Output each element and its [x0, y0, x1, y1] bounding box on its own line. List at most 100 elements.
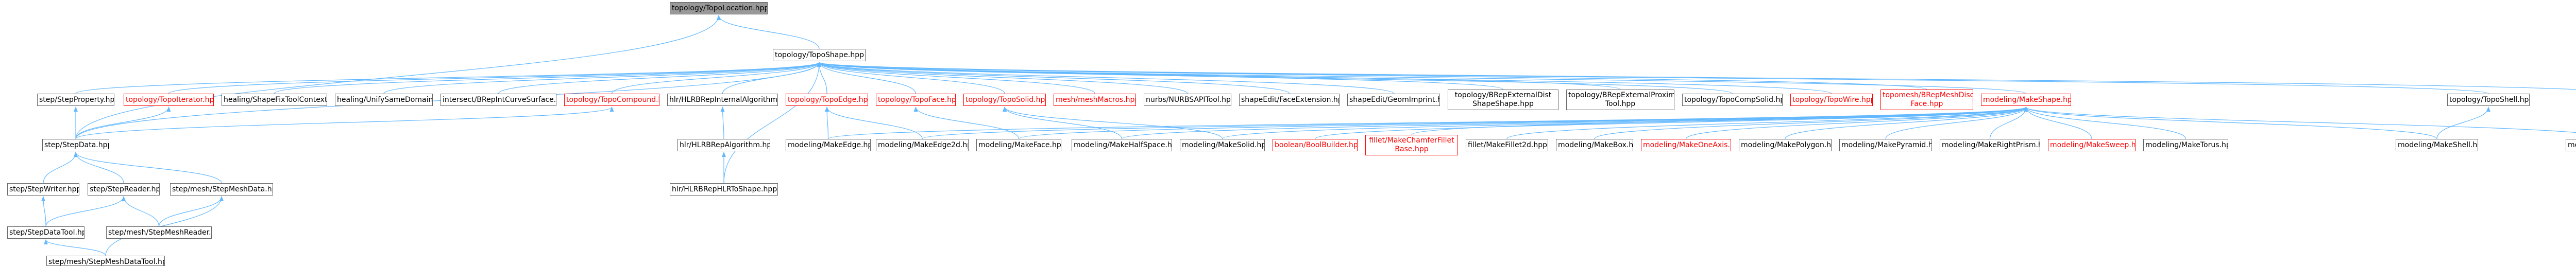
edge-tf-mf [913, 107, 1020, 139]
node-shapeedit-faceextension-hpp[interactable]: shapeEdit/FaceExtension.hpp [1239, 94, 1340, 106]
node-hlr-hlrbrepinternalalgorithm-hpp[interactable]: hlr/HLRBRepInternalAlgorithm.hpp [667, 94, 778, 106]
node-hlr-hlrbrephlrtoshape-hpp[interactable]: hlr/HLRBRepHLRToShape.hpp [670, 183, 778, 196]
node-step-mesh-stepmeshreader-hpp[interactable]: step/mesh/StepMeshReader.hpp [106, 226, 212, 239]
edge-hlr-hlra [720, 107, 725, 139]
edge-te-me2 [825, 107, 923, 139]
node-boolean-boolbuilder-hpp[interactable]: boolean/BoolBuilder.hpp [1273, 139, 1358, 151]
edge-sdt-smt [44, 239, 106, 256]
edge-ts-hsf [274, 62, 821, 94]
edge-sd-sw [43, 152, 78, 184]
node-modeling-maketorus-hpp[interactable]: modeling/MakeTorus.hpp [2143, 139, 2228, 151]
edge-sr-smr [122, 196, 160, 227]
edge-tso-mso [1003, 107, 1223, 139]
node-modeling-makebox-hpp[interactable]: modeling/MakeBox.hpp [1556, 139, 1633, 151]
node-healing-shapefixtoolcontext-hpp[interactable]: healing/ShapeFixToolContext.hpp [222, 94, 327, 106]
edge-tso-mhs [1003, 107, 1123, 139]
node-modeling-makesolid-hpp[interactable]: modeling/MakeSolid.hpp [1180, 139, 1265, 151]
node-modeling-makeshape-hpp[interactable]: modeling/MakeShape.hpp [1981, 94, 2071, 106]
node-intersect-brepintcurvesurface-hpp[interactable]: intersect/BRepIntCurveSurface.hpp [440, 94, 556, 106]
edge-ts-hud [383, 62, 821, 94]
edge-te-me [825, 107, 829, 139]
edge-mms-fmc [1411, 107, 2028, 135]
edge-sw-sdt [41, 196, 46, 227]
node-modeling-makerightprism-hpp[interactable]: modeling/MakeRightPrism.hpp [1940, 139, 2040, 151]
node-modeling-makeshell-hpp[interactable]: modeling/MakeShell.hpp [2396, 139, 2478, 151]
edge-mms-bbb [1314, 107, 2028, 139]
node-modeling-makesweep-hpp[interactable]: modeling/MakeSweep.hpp [2048, 139, 2136, 151]
node-step-stepreader-hpp[interactable]: step/StepReader.hpp [88, 183, 160, 196]
node-step-stepdata-hpp[interactable]: step/StepData.hpp [42, 139, 109, 151]
node-modeling-makeedge2d-hpp[interactable]: modeling/MakeEdge2d.hpp [876, 139, 969, 151]
node-nurbs-nurbsapitool-hpp[interactable]: nurbs/NURBSAPITool.hpp [1144, 94, 1231, 106]
edge-ts-tbm [817, 62, 1927, 90]
edge-ts-sp [75, 62, 821, 94]
edge-ts-mm [817, 62, 1095, 94]
edge-ts-tv [818, 62, 2576, 90]
edge-mms-msh [2024, 107, 2437, 139]
node-topology-topoedge-hpp[interactable]: topology/TopoEdge.hpp [786, 94, 868, 106]
node-modeling-makeedge-hpp[interactable]: modeling/MakeEdge.hpp [786, 139, 871, 151]
edge-mms-mf [1018, 107, 2028, 139]
node-step-stepwriter-hpp[interactable]: step/StepWriter.hpp [7, 183, 79, 196]
edge-ts-sfe [817, 62, 1290, 94]
edge-smd-smr [158, 196, 224, 227]
edge-ts-tso [817, 62, 1005, 94]
edge-tc-sd [75, 107, 614, 139]
node-topology-topolocation-hpp[interactable]: topology/TopoLocation.hpp [670, 2, 768, 14]
node-topomesh-brepmeshdiscret-face-hpp[interactable]: topomesh/BRepMeshDiscretFace.hpp [1880, 90, 1973, 110]
edge-ts-hlrt [723, 62, 821, 184]
edge-sd-smd [74, 152, 222, 184]
node-healing-unifysamedomain-hpp[interactable]: healing/UnifySameDomain.hpp [335, 94, 433, 106]
node-modeling-makehalfspace-hpp[interactable]: modeling/MakeHalfSpace.hpp [1072, 139, 1172, 151]
edge-mms-mpy [1885, 107, 2028, 139]
node-modeling-makepolygon-hpp[interactable]: modeling/MakePolygon.hpp [1739, 139, 1832, 151]
edge-ts-sgi [817, 62, 1394, 94]
node-topology-topocompound-hpp[interactable]: topology/TopoCompound.hpp [564, 94, 659, 106]
edge-mms-fmf [1506, 107, 2028, 139]
edge-mms-mcx [1685, 107, 2028, 139]
edge-ts-tw [817, 62, 1832, 94]
node-step-mesh-stepmeshdatatool-hpp[interactable]: step/mesh/StepMeshDataTool.hpp [46, 256, 165, 266]
node-mesh-meshmacros-hpp[interactable]: mesh/meshMacros.hpp [1054, 94, 1136, 106]
edge-ts-ibr [498, 62, 821, 94]
edge-mms-mpg [1785, 107, 2028, 139]
edge-ts-tc [611, 62, 821, 94]
edge-ti-sd [75, 107, 171, 139]
edge-tl-sd [75, 15, 721, 139]
node-hlr-hlrbrepalgorithm-hpp[interactable]: hlr/HLRBRepAlgorithm.hpp [677, 139, 770, 151]
node-fillet-makefillet2d-hpp[interactable]: fillet/MakeFillet2d.hpp [1466, 139, 1548, 151]
node-topology-topoface-hpp[interactable]: topology/TopoFace.hpp [876, 94, 956, 106]
node-topology-toposolid-hpp[interactable]: topology/TopoSolid.hpp [963, 94, 1046, 106]
node-shapeedit-geomimprint-hpp[interactable]: shapeEdit/GeomImprint.hpp [1347, 94, 1440, 106]
node-step-stepproperty-hpp[interactable]: step/StepProperty.hpp [37, 94, 114, 106]
node-topology-topocompsolid-hpp[interactable]: topology/TopoCompSolid.hpp [1682, 94, 1783, 106]
node-modeling-makeface-hpp[interactable]: modeling/MakeFace.hpp [976, 139, 1061, 151]
node-modeling-makeoneaxis-hpp[interactable]: modeling/MakeOneAxis.hpp [1641, 139, 1731, 151]
edge-smd-smt [105, 196, 224, 256]
edge-tsh-msh [2436, 107, 2490, 139]
edge-mms-mto [2024, 107, 2187, 139]
edge-ts-tf [817, 62, 917, 94]
edge-sd-sr [74, 152, 124, 184]
edge-mms-mbx [1594, 107, 2028, 139]
edge-ts-ti [168, 62, 821, 94]
node-step-stepdatatool-hpp[interactable]: step/StepDataTool.hpp [7, 226, 84, 239]
node-modeling-makepyramid-hpp[interactable]: modeling/MakePyramid.hpp [1839, 139, 1932, 151]
edge-ts-nf [817, 62, 1188, 94]
node-topology-toposhape-hpp[interactable]: topology/TopoShape.hpp [773, 49, 866, 61]
node-step-mesh-stepmeshdata-hpp[interactable]: step/mesh/StepMeshData.hpp [170, 183, 273, 196]
node-topology-topowire-hpp[interactable]: topology/TopoWire.hpp [1790, 94, 1873, 106]
node-topology-topoiterator-hpp[interactable]: topology/TopoIterator.hpp [124, 94, 214, 106]
node-modeling-makevertex-hpp[interactable]: modeling/MakeVertex.hpp [2566, 139, 2576, 151]
edge-mms-me2 [922, 107, 2028, 139]
edge-ts-tcs [817, 62, 1733, 94]
node-topology-toposhell-hpp[interactable]: topology/TopoShell.hpp [2447, 94, 2530, 106]
edge-ts-hlr [722, 62, 821, 94]
edge-mms-mvx [2024, 107, 2576, 133]
edge-tl-ts [717, 15, 820, 49]
edge-ts-mms [817, 62, 2027, 94]
